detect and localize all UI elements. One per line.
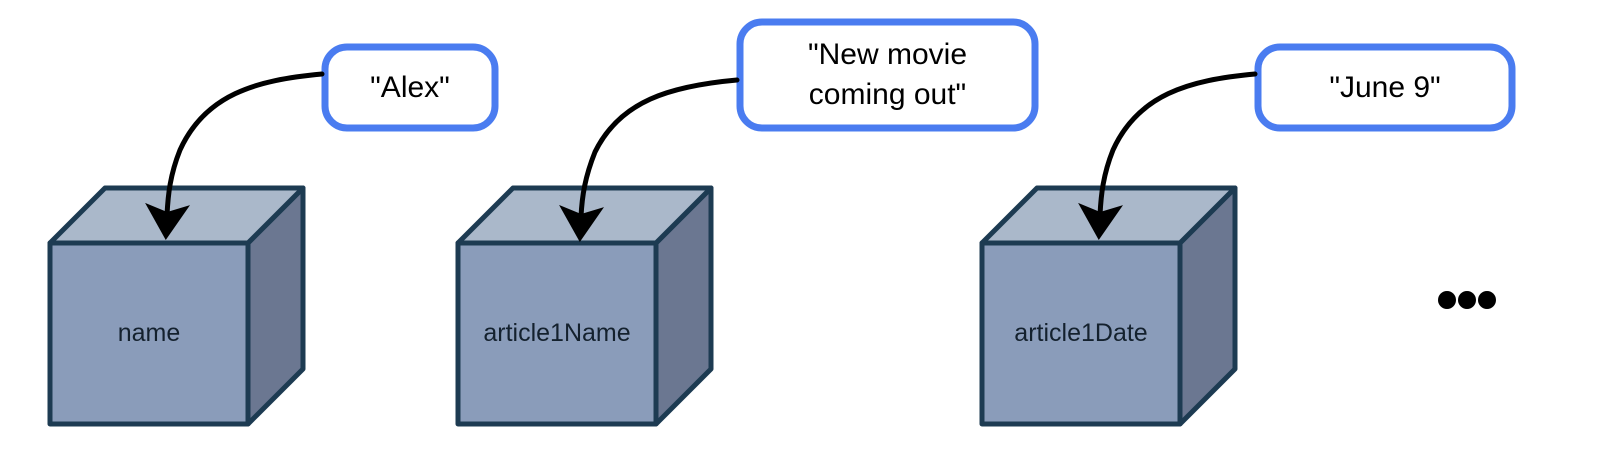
ellipsis-dot: [1478, 291, 1496, 309]
callout-arrow: [559, 77, 740, 242]
arrows-layer: [145, 71, 1258, 242]
cube-front-face: [47, 240, 251, 427]
callout-arrow: [1078, 71, 1258, 240]
callout-box[interactable]: [736, 18, 1039, 132]
callout-box[interactable]: [1254, 43, 1516, 132]
ellipsis-dot: [1438, 291, 1456, 309]
cube-name: [47, 185, 306, 427]
callouts-layer: [321, 18, 1516, 132]
cube-article1Name: [455, 185, 714, 427]
callout-arrow: [145, 71, 325, 240]
callout-box[interactable]: [321, 43, 499, 132]
cube-front-face: [455, 240, 659, 427]
cube-front-face: [979, 240, 1183, 427]
ellipsis-group: [1438, 291, 1496, 309]
ellipsis-dot: [1458, 291, 1476, 309]
cubes-layer: [47, 185, 1238, 427]
cube-article1Date: [979, 185, 1238, 427]
